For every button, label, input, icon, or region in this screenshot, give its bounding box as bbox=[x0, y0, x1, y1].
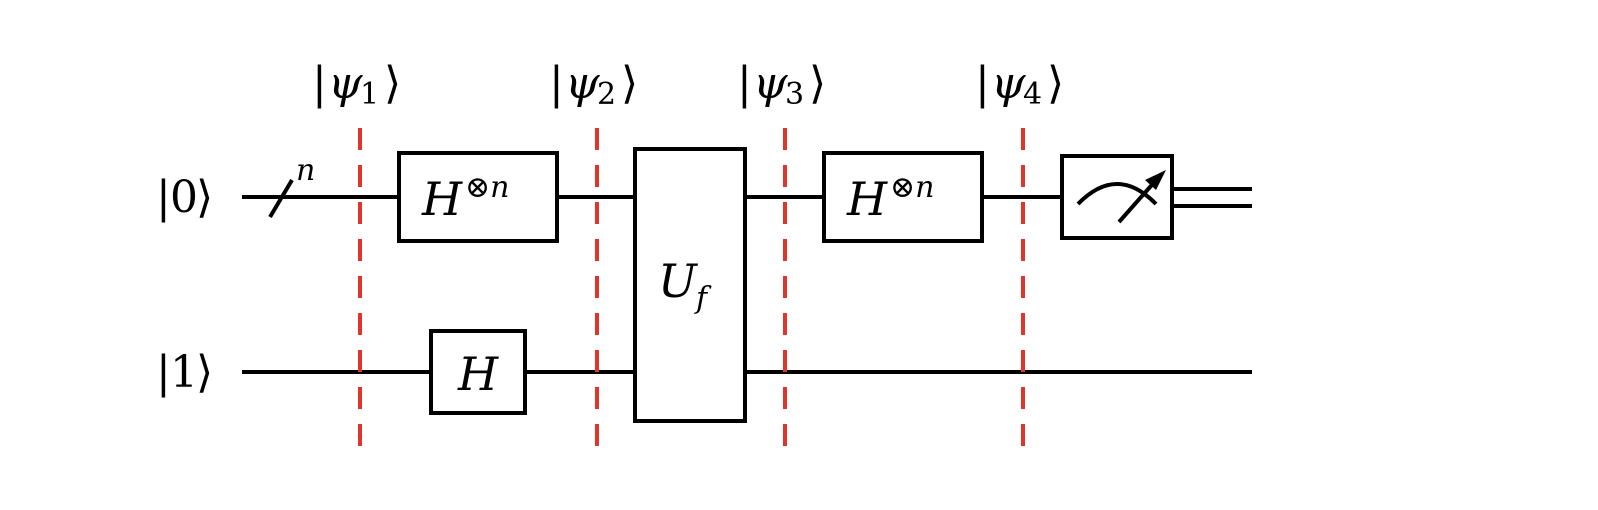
ket-0-value: 0 bbox=[170, 172, 198, 223]
meter-arc bbox=[1076, 182, 1158, 206]
state-label-psi-2: | ψ 2 ⟩ bbox=[549, 58, 638, 112]
register-size-label: n bbox=[296, 153, 315, 188]
gate-box bbox=[633, 147, 747, 423]
ket-right-angle: ⟩ bbox=[809, 58, 826, 109]
input-ket-0: | 0 ⟩ bbox=[156, 172, 213, 223]
slash-icon bbox=[268, 178, 294, 219]
state-label-psi-1: | ψ 1 ⟩ bbox=[312, 58, 401, 112]
gate-hadamard-n-first: H ⊗n bbox=[397, 151, 559, 243]
barriers bbox=[358, 128, 1025, 460]
state-subscript: 1 bbox=[360, 77, 379, 112]
ket-left-bar: | bbox=[312, 58, 327, 109]
gate-hadamard-single: H bbox=[429, 329, 527, 415]
gate-base-label: U bbox=[658, 254, 699, 308]
ket-left-bar: | bbox=[156, 347, 171, 398]
gate-box bbox=[822, 151, 984, 243]
state-symbol: ψ bbox=[565, 58, 600, 109]
gate-box bbox=[1060, 154, 1174, 240]
register-slash: n bbox=[268, 153, 315, 219]
ket-right-angle: ⟩ bbox=[1047, 58, 1064, 109]
state-subscript: 3 bbox=[785, 77, 804, 112]
gate-base-label: H bbox=[421, 172, 463, 226]
gate-base-label: H bbox=[846, 172, 888, 226]
gate-box bbox=[429, 329, 527, 415]
state-subscript: 4 bbox=[1023, 77, 1042, 112]
ket-right-angle: ⟩ bbox=[621, 58, 638, 109]
gate-box bbox=[397, 151, 559, 243]
ket-right-angle: ⟩ bbox=[196, 172, 213, 223]
state-subscript: 2 bbox=[597, 77, 616, 112]
gate-base-label: H bbox=[457, 347, 499, 401]
ket-left-bar: | bbox=[549, 58, 564, 109]
ket-right-angle: ⟩ bbox=[196, 347, 213, 398]
meter-needle-arrowhead bbox=[1145, 170, 1166, 190]
state-symbol: ψ bbox=[991, 58, 1026, 109]
state-label-psi-3: | ψ 3 ⟩ bbox=[737, 58, 826, 112]
ket-left-bar: | bbox=[156, 172, 171, 223]
measurement-gate bbox=[1060, 154, 1174, 240]
ket-right-angle: ⟩ bbox=[384, 58, 401, 109]
ket-left-bar: | bbox=[975, 58, 990, 109]
ket-1-value: 1 bbox=[170, 347, 198, 398]
state-label-psi-4: | ψ 4 ⟩ bbox=[975, 58, 1064, 112]
gate-superscript-label: ⊗n bbox=[890, 170, 934, 205]
ket-left-bar: | bbox=[737, 58, 752, 109]
state-symbol: ψ bbox=[328, 58, 363, 109]
gate-hadamard-n-second: H ⊗n bbox=[822, 151, 984, 243]
input-ket-1: | 1 ⟩ bbox=[156, 347, 213, 398]
gate-superscript-label: ⊗n bbox=[465, 170, 509, 205]
state-symbol: ψ bbox=[753, 58, 788, 109]
gate-oracle: U f bbox=[633, 147, 747, 423]
meter-icon bbox=[1076, 170, 1166, 224]
